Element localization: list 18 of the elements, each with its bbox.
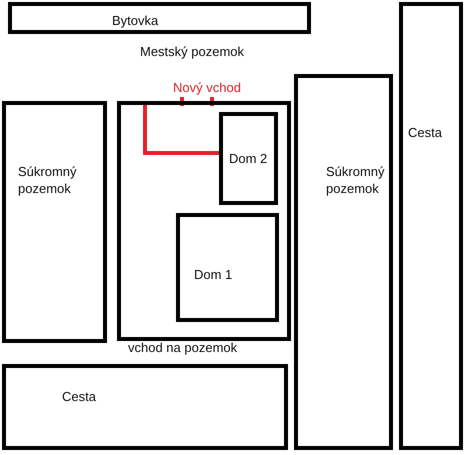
plot-box — [176, 213, 279, 322]
area-label: Dom 1 — [194, 266, 234, 283]
area-label: Súkromný pozemok — [326, 163, 386, 197]
area-label: vchod na pozemok — [128, 340, 238, 355]
area-label: Cesta — [62, 388, 97, 405]
plot-box — [294, 74, 393, 450]
area-label: Cesta — [408, 124, 443, 141]
plot-box — [2, 364, 288, 450]
area-label: Bytovka — [112, 12, 160, 29]
area-label: Mestský pozemok — [140, 44, 244, 59]
area-label: Dom 2 — [229, 150, 268, 167]
plot-box — [2, 101, 107, 343]
plot-box — [219, 112, 278, 205]
area-label: Nový vchod — [173, 80, 241, 95]
plot-outline — [117, 101, 291, 341]
plot-box — [8, 2, 311, 34]
plot-box — [399, 2, 463, 450]
area-label: Súkromný pozemok — [18, 163, 78, 197]
